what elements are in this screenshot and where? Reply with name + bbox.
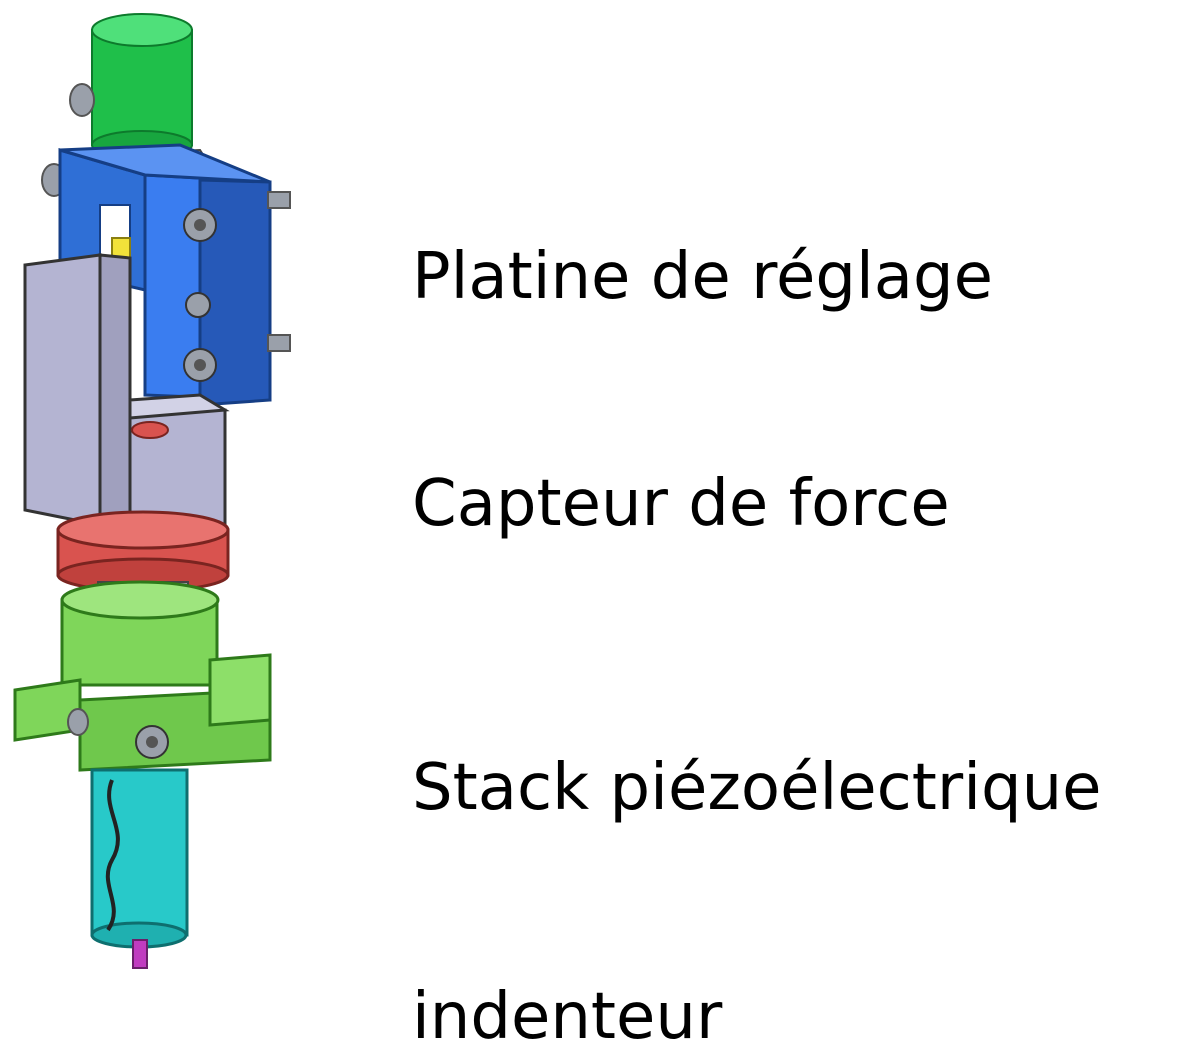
assembly-drawing: [13, 13, 291, 969]
force-sensor: [56, 510, 230, 593]
top-cap: [91, 13, 193, 160]
bolt: [67, 708, 169, 759]
label-platine-de-reglage: Platine de réglage: [412, 240, 993, 314]
label-indenteur: indenteur: [412, 980, 723, 1054]
piezo-stack: [90, 768, 189, 949]
indenter-tip: [132, 939, 148, 969]
label-stack-piezoelectrique: Stack piézoélectrique: [412, 751, 1102, 825]
label-capteur-de-force: Capteur de force: [412, 467, 950, 541]
bolt: [183, 191, 291, 382]
clamp: [13, 580, 272, 772]
bolt: [41, 83, 95, 197]
bracket: [23, 253, 230, 538]
